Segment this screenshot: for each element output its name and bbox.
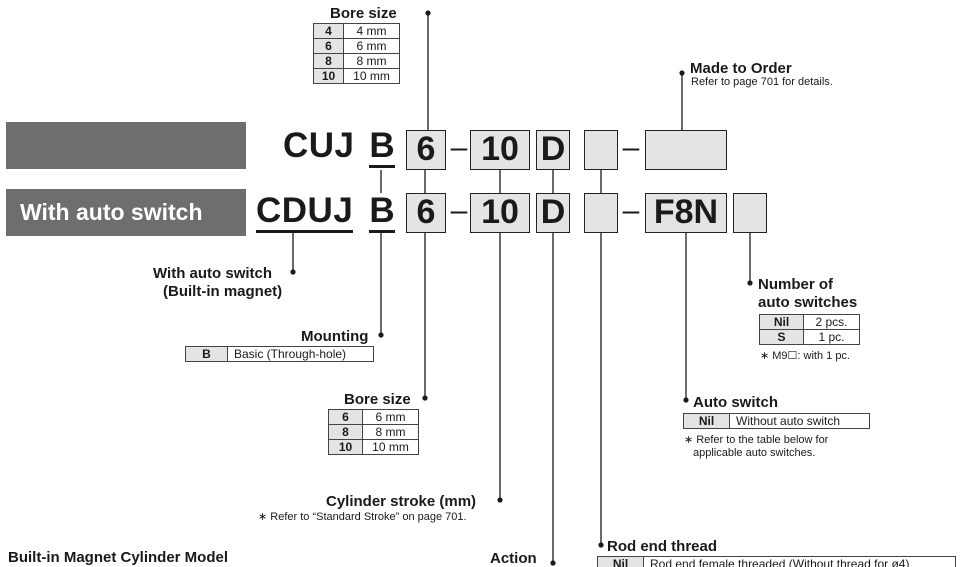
row1-dash-1: – bbox=[450, 131, 468, 164]
number-of-switches-note: ∗ M9☐: with 1 pc. bbox=[760, 350, 850, 362]
action-title: Action bbox=[490, 550, 537, 567]
row2-switch-count-box bbox=[733, 193, 767, 233]
row1-action-box: D bbox=[536, 130, 570, 170]
auto-switch-note-1: ∗ Refer to the table below for bbox=[684, 434, 829, 446]
row1-prefix: CUJ bbox=[283, 126, 355, 165]
lower-bore-size-title: Bore size bbox=[344, 391, 411, 408]
built-in-magnet-cylinder-model-heading: Built-in Magnet Cylinder Model bbox=[8, 549, 228, 566]
standard-model-bar bbox=[6, 122, 246, 169]
row2-dash-1: – bbox=[450, 194, 468, 227]
number-of-switches-title-1: Number of bbox=[758, 276, 833, 293]
row2-dash-2: – bbox=[622, 194, 640, 227]
auto-switch-title: Auto switch bbox=[693, 394, 778, 411]
row1-mounting-code: B bbox=[369, 127, 395, 168]
made-to-order-note: Refer to page 701 for details. bbox=[691, 76, 833, 88]
row1-rod-thread-box bbox=[584, 130, 618, 170]
number-of-switches-title-2: auto switches bbox=[758, 294, 858, 311]
with-auto-switch-bar: With auto switch bbox=[6, 189, 246, 236]
row1-dash-2: – bbox=[622, 131, 640, 164]
row2-mounting-code: B bbox=[369, 192, 395, 233]
row2-prefix: CDUJ bbox=[256, 192, 354, 233]
built-in-magnet-line2: (Built-in magnet) bbox=[163, 283, 283, 300]
row2-auto-switch-box: F8N bbox=[645, 193, 727, 233]
row2-action-box: D bbox=[536, 193, 570, 233]
made-to-order-title: Made to Order bbox=[690, 60, 792, 77]
mounting-title: Mounting bbox=[301, 328, 369, 345]
row1-bore-box: 6 bbox=[406, 130, 446, 170]
built-in-magnet-line1: With auto switch bbox=[153, 265, 273, 282]
row1-made-to-order-box bbox=[645, 130, 727, 170]
cylinder-stroke-title: Cylinder stroke (mm) bbox=[326, 493, 477, 510]
auto-switch-note-2: applicable auto switches. bbox=[693, 447, 816, 459]
rod-end-thread-title: Rod end thread bbox=[607, 538, 718, 555]
top-bore-size-title: Bore size bbox=[330, 5, 397, 22]
row2-rod-thread-box bbox=[584, 193, 618, 233]
cylinder-stroke-note: ∗ Refer to “Standard Stroke” on page 701… bbox=[258, 511, 467, 523]
row2-bore-box: 6 bbox=[406, 193, 446, 233]
row2-stroke-box: 10 bbox=[470, 193, 530, 233]
row1-stroke-box: 10 bbox=[470, 130, 530, 170]
